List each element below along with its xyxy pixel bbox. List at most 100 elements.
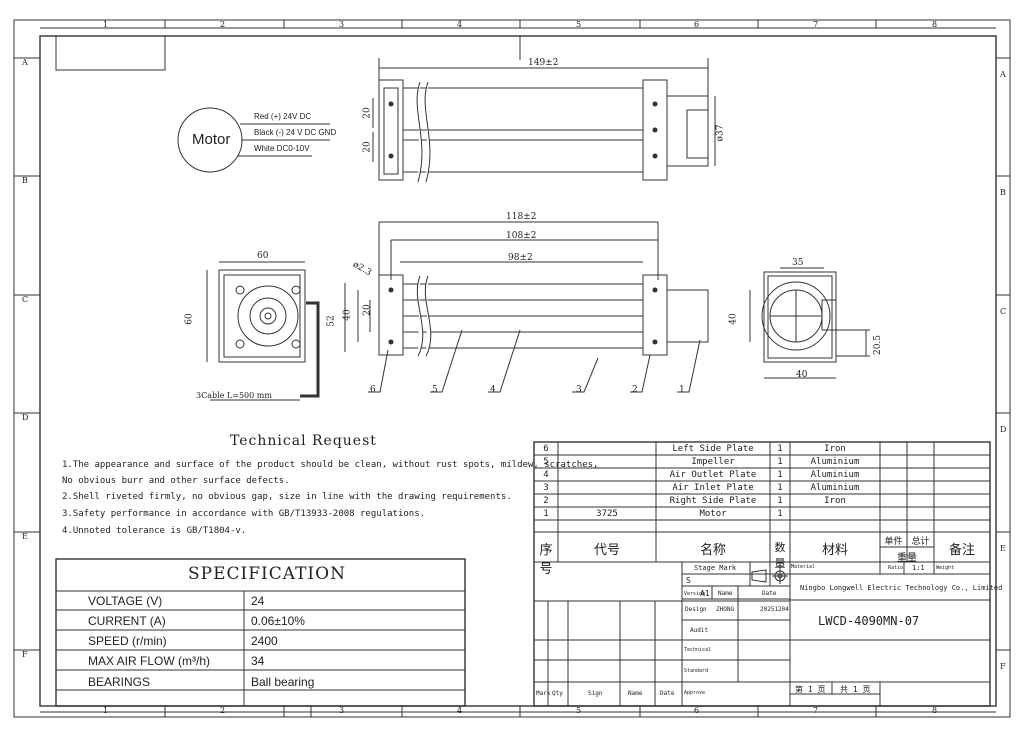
front-view	[206, 261, 320, 401]
dim-118: 118±2	[506, 212, 537, 222]
stage-mark-label: Stage Mark	[694, 564, 737, 572]
dim-top-dia: ø37	[715, 124, 726, 142]
tech-line-4: 3.Safety performance in accordance with …	[62, 509, 426, 519]
spec-speed-value: 2400	[251, 634, 278, 648]
tech-line-3: 2.Shell riveted firmly, no obvious gap, …	[62, 492, 512, 502]
dim-side-40h: 40	[728, 313, 739, 325]
bom-qty: 1	[777, 470, 783, 480]
qty-col-label: Qty	[552, 690, 563, 697]
weight-label: Weight	[936, 565, 955, 571]
zone-row-a-right: A	[1000, 70, 1006, 79]
zone-row-f-right: F	[1000, 662, 1006, 671]
bom-material: Aluminium	[810, 483, 860, 493]
dim-front-width: 60	[257, 251, 269, 261]
length-view	[344, 221, 709, 393]
dim-front-height: 60	[184, 313, 195, 325]
tech-line-1: 1.The appearance and surface of the prod…	[62, 460, 599, 470]
dim-98: 98±2	[508, 253, 533, 263]
tech-line-5: 4.Unnoted tolerance is GB/T1804-v.	[62, 526, 247, 536]
bom-header-qty: 数量	[774, 541, 786, 570]
zone-col-4: 4	[457, 20, 463, 29]
zone-row-f: F	[22, 650, 28, 659]
zone-col-2: 2	[220, 20, 226, 29]
zone-row-e: E	[22, 532, 28, 541]
bom-header-unit: 单件	[884, 537, 903, 547]
bom-no: 3	[543, 483, 549, 493]
bom-name: Left Side Plate	[672, 444, 754, 454]
callout-5: 5	[432, 385, 438, 395]
spec-bearings-value: Ball bearing	[251, 675, 315, 689]
callout-2: 2	[632, 385, 638, 395]
material-label: Material	[791, 564, 816, 570]
standard-label: Standard	[684, 668, 709, 674]
zone-row-e-right: E	[1000, 544, 1006, 553]
design-label: Design	[685, 606, 707, 613]
designer-name: ZHONG	[716, 606, 735, 613]
mark-col-label: Mark	[536, 690, 551, 697]
zone-row-b: B	[22, 176, 28, 185]
wire-white-label: White DC0-10V	[254, 144, 310, 153]
bom-material: Aluminium	[810, 470, 860, 480]
dim-side-35: 35	[792, 258, 804, 268]
wire-black-label: Black (-) 24 V DC GND	[254, 128, 337, 137]
bom-grid	[533, 441, 991, 707]
bom-material: Iron	[824, 444, 846, 454]
dim-40a: 40	[342, 309, 353, 321]
zone-row-d-right: D	[1000, 425, 1007, 434]
zone-col-6-bottom: 6	[694, 706, 700, 715]
top-view	[372, 58, 716, 183]
bom-no: 5	[543, 457, 549, 467]
name-column-label: Name	[718, 590, 733, 597]
bom-qty: 1	[777, 457, 783, 467]
callout-1: 1	[679, 385, 685, 395]
company-name: Ningbo Longwell Electric Technology Co.,…	[800, 584, 1003, 592]
bom-header-total: 总计	[911, 537, 930, 547]
drawing-number: LWCD-4090MN-07	[818, 614, 920, 628]
spec-voltage-value: 24	[251, 594, 265, 608]
zone-col-1-bottom: 1	[103, 706, 109, 715]
zone-col-7-bottom: 7	[813, 706, 819, 715]
spec-title: SPECIFICATION	[188, 564, 346, 584]
dim-52: 52	[326, 315, 337, 327]
zone-col-5-bottom: 5	[576, 706, 582, 715]
bom-no: 6	[543, 444, 549, 454]
bom-qty: 1	[777, 509, 783, 519]
spec-current-label: CURRENT (A)	[88, 614, 166, 628]
zone-col-7: 7	[813, 20, 819, 29]
dim-top-h1: 20	[362, 107, 373, 119]
zone-row-c-right: C	[1000, 307, 1007, 316]
tech-line-2: No obvious burr and other surface defect…	[62, 476, 290, 486]
spec-bearings-label: BEARINGS	[88, 675, 151, 689]
sign-col-label: Sign	[588, 690, 603, 697]
spec-table-grid	[55, 558, 466, 707]
version-label: Version	[684, 591, 706, 597]
dim-top-h2: 20	[362, 141, 373, 153]
zone-col-6: 6	[694, 20, 700, 29]
zone-row-a: A	[22, 58, 28, 67]
dim-side-20-5: 20.5	[873, 334, 884, 356]
callout-4: 4	[490, 385, 496, 395]
zone-col-3: 3	[339, 20, 345, 29]
bom-header-name: 名称	[699, 543, 726, 558]
bom-name: Air Inlet Plate	[672, 483, 754, 493]
date-col-label: Date	[660, 690, 675, 697]
dim-108: 108±2	[506, 231, 537, 241]
bom-name: Motor	[699, 509, 727, 519]
dim-20: 20	[362, 304, 373, 316]
zone-row-c: C	[22, 295, 29, 304]
version-value: A1	[700, 589, 710, 598]
spec-current-value: 0.06±10%	[251, 614, 305, 628]
dim-side-40w: 40	[796, 370, 808, 380]
bom-no: 1	[543, 509, 549, 519]
zone-col-1: 1	[103, 20, 109, 29]
bom-no: 4	[543, 470, 549, 480]
bom-name: Air Outlet Plate	[669, 470, 757, 480]
bom-qty: 1	[777, 496, 783, 506]
bom-name: Impeller	[691, 457, 735, 467]
zone-col-2-bottom: 2	[220, 706, 226, 715]
zone-col-5: 5	[576, 20, 582, 29]
zone-row-b-right: B	[1000, 188, 1006, 197]
ratio-value: 1:1	[912, 564, 925, 572]
bom-header-material: 材料	[821, 543, 848, 558]
